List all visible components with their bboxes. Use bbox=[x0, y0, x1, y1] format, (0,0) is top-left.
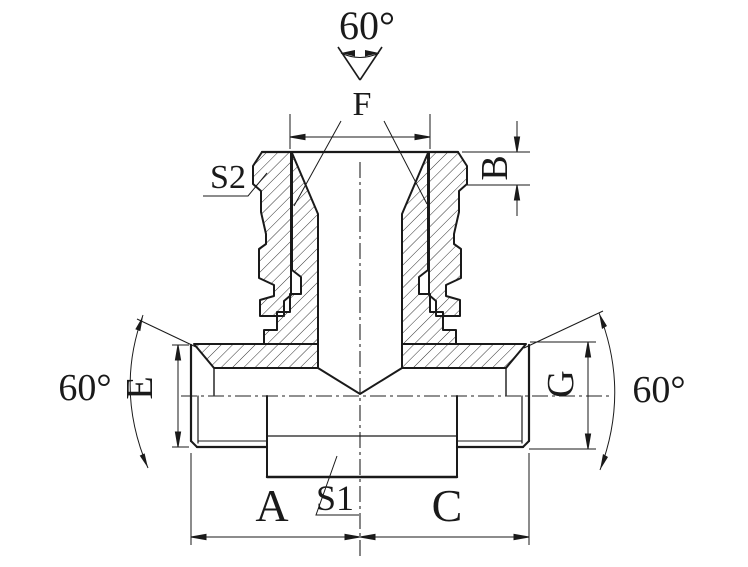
center-lines bbox=[181, 162, 612, 557]
nut-section-left bbox=[252, 151, 292, 317]
a-arrow-left bbox=[190, 533, 207, 541]
left-angle-arrow-top bbox=[135, 316, 143, 332]
label-dim-g: G bbox=[540, 370, 582, 398]
b-arrow-top bbox=[513, 136, 521, 153]
label-cone-angle-top: 60° bbox=[339, 3, 395, 48]
angle-callout-left bbox=[129, 314, 197, 469]
label-dim-f: F bbox=[352, 86, 372, 123]
g-arrow-top bbox=[584, 341, 592, 358]
e-arrow-bottom bbox=[174, 431, 182, 448]
right-angle-arrow-bottom bbox=[600, 454, 608, 470]
sectioned-material bbox=[193, 151, 527, 369]
dimension-g bbox=[529, 341, 596, 450]
f-leader-left bbox=[293, 120, 342, 207]
s2-leader-line bbox=[203, 172, 268, 197]
c-arrow-left bbox=[359, 533, 376, 541]
right-angle-arc bbox=[598, 312, 616, 471]
dimension-a-c bbox=[190, 453, 530, 545]
f-arrow-right bbox=[414, 133, 431, 141]
body-wall-left bbox=[193, 343, 319, 369]
cone-angle-symbol-top bbox=[337, 46, 383, 81]
label-dim-b: B bbox=[474, 155, 516, 181]
e-arrow-top bbox=[174, 344, 182, 361]
label-wrench-s2: S2 bbox=[210, 159, 246, 196]
cone-symbol-arrow-right bbox=[365, 50, 379, 57]
angle-callout-right bbox=[523, 310, 616, 471]
left-end-chamfer bbox=[190, 440, 198, 448]
f-leader-right bbox=[383, 120, 428, 205]
drill-point-cone bbox=[317, 367, 403, 396]
c-arrow-right bbox=[513, 533, 530, 541]
a-arrow-right bbox=[344, 533, 361, 541]
label-wrench-s1: S1 bbox=[315, 478, 355, 518]
g-arrow-bottom bbox=[584, 433, 592, 450]
s1-leader-line bbox=[315, 455, 359, 516]
cone-symbol-left-arm bbox=[337, 46, 361, 81]
nut-section-right bbox=[428, 151, 468, 317]
body-outline bbox=[189, 150, 531, 479]
right-angle-arrow-top bbox=[599, 313, 607, 329]
left-angle-arc bbox=[129, 314, 149, 469]
dimension-e bbox=[172, 344, 189, 448]
f-arrow-left bbox=[289, 133, 306, 141]
right-end-chamfer bbox=[522, 440, 530, 448]
label-angle-left: 60° bbox=[58, 367, 112, 409]
dimension-f bbox=[289, 114, 431, 207]
dimension-b bbox=[462, 121, 530, 216]
right-angle-reference-line bbox=[523, 310, 604, 349]
body-wall-right bbox=[401, 343, 527, 369]
label-angle-right: 60° bbox=[632, 369, 686, 411]
left-angle-reference-line bbox=[136, 318, 197, 348]
label-dim-e: E bbox=[119, 376, 161, 400]
label-dim-c: C bbox=[431, 480, 463, 531]
s1-leader bbox=[315, 455, 359, 516]
cone-symbol-right-arm bbox=[359, 46, 383, 81]
b-arrow-bottom bbox=[513, 184, 521, 201]
cone-symbol-arc bbox=[340, 52, 380, 59]
label-dim-a: A bbox=[255, 480, 289, 531]
left-angle-arrow-bottom bbox=[139, 453, 148, 468]
cone-symbol-arrow-left bbox=[341, 50, 355, 57]
s2-leader bbox=[203, 172, 268, 197]
